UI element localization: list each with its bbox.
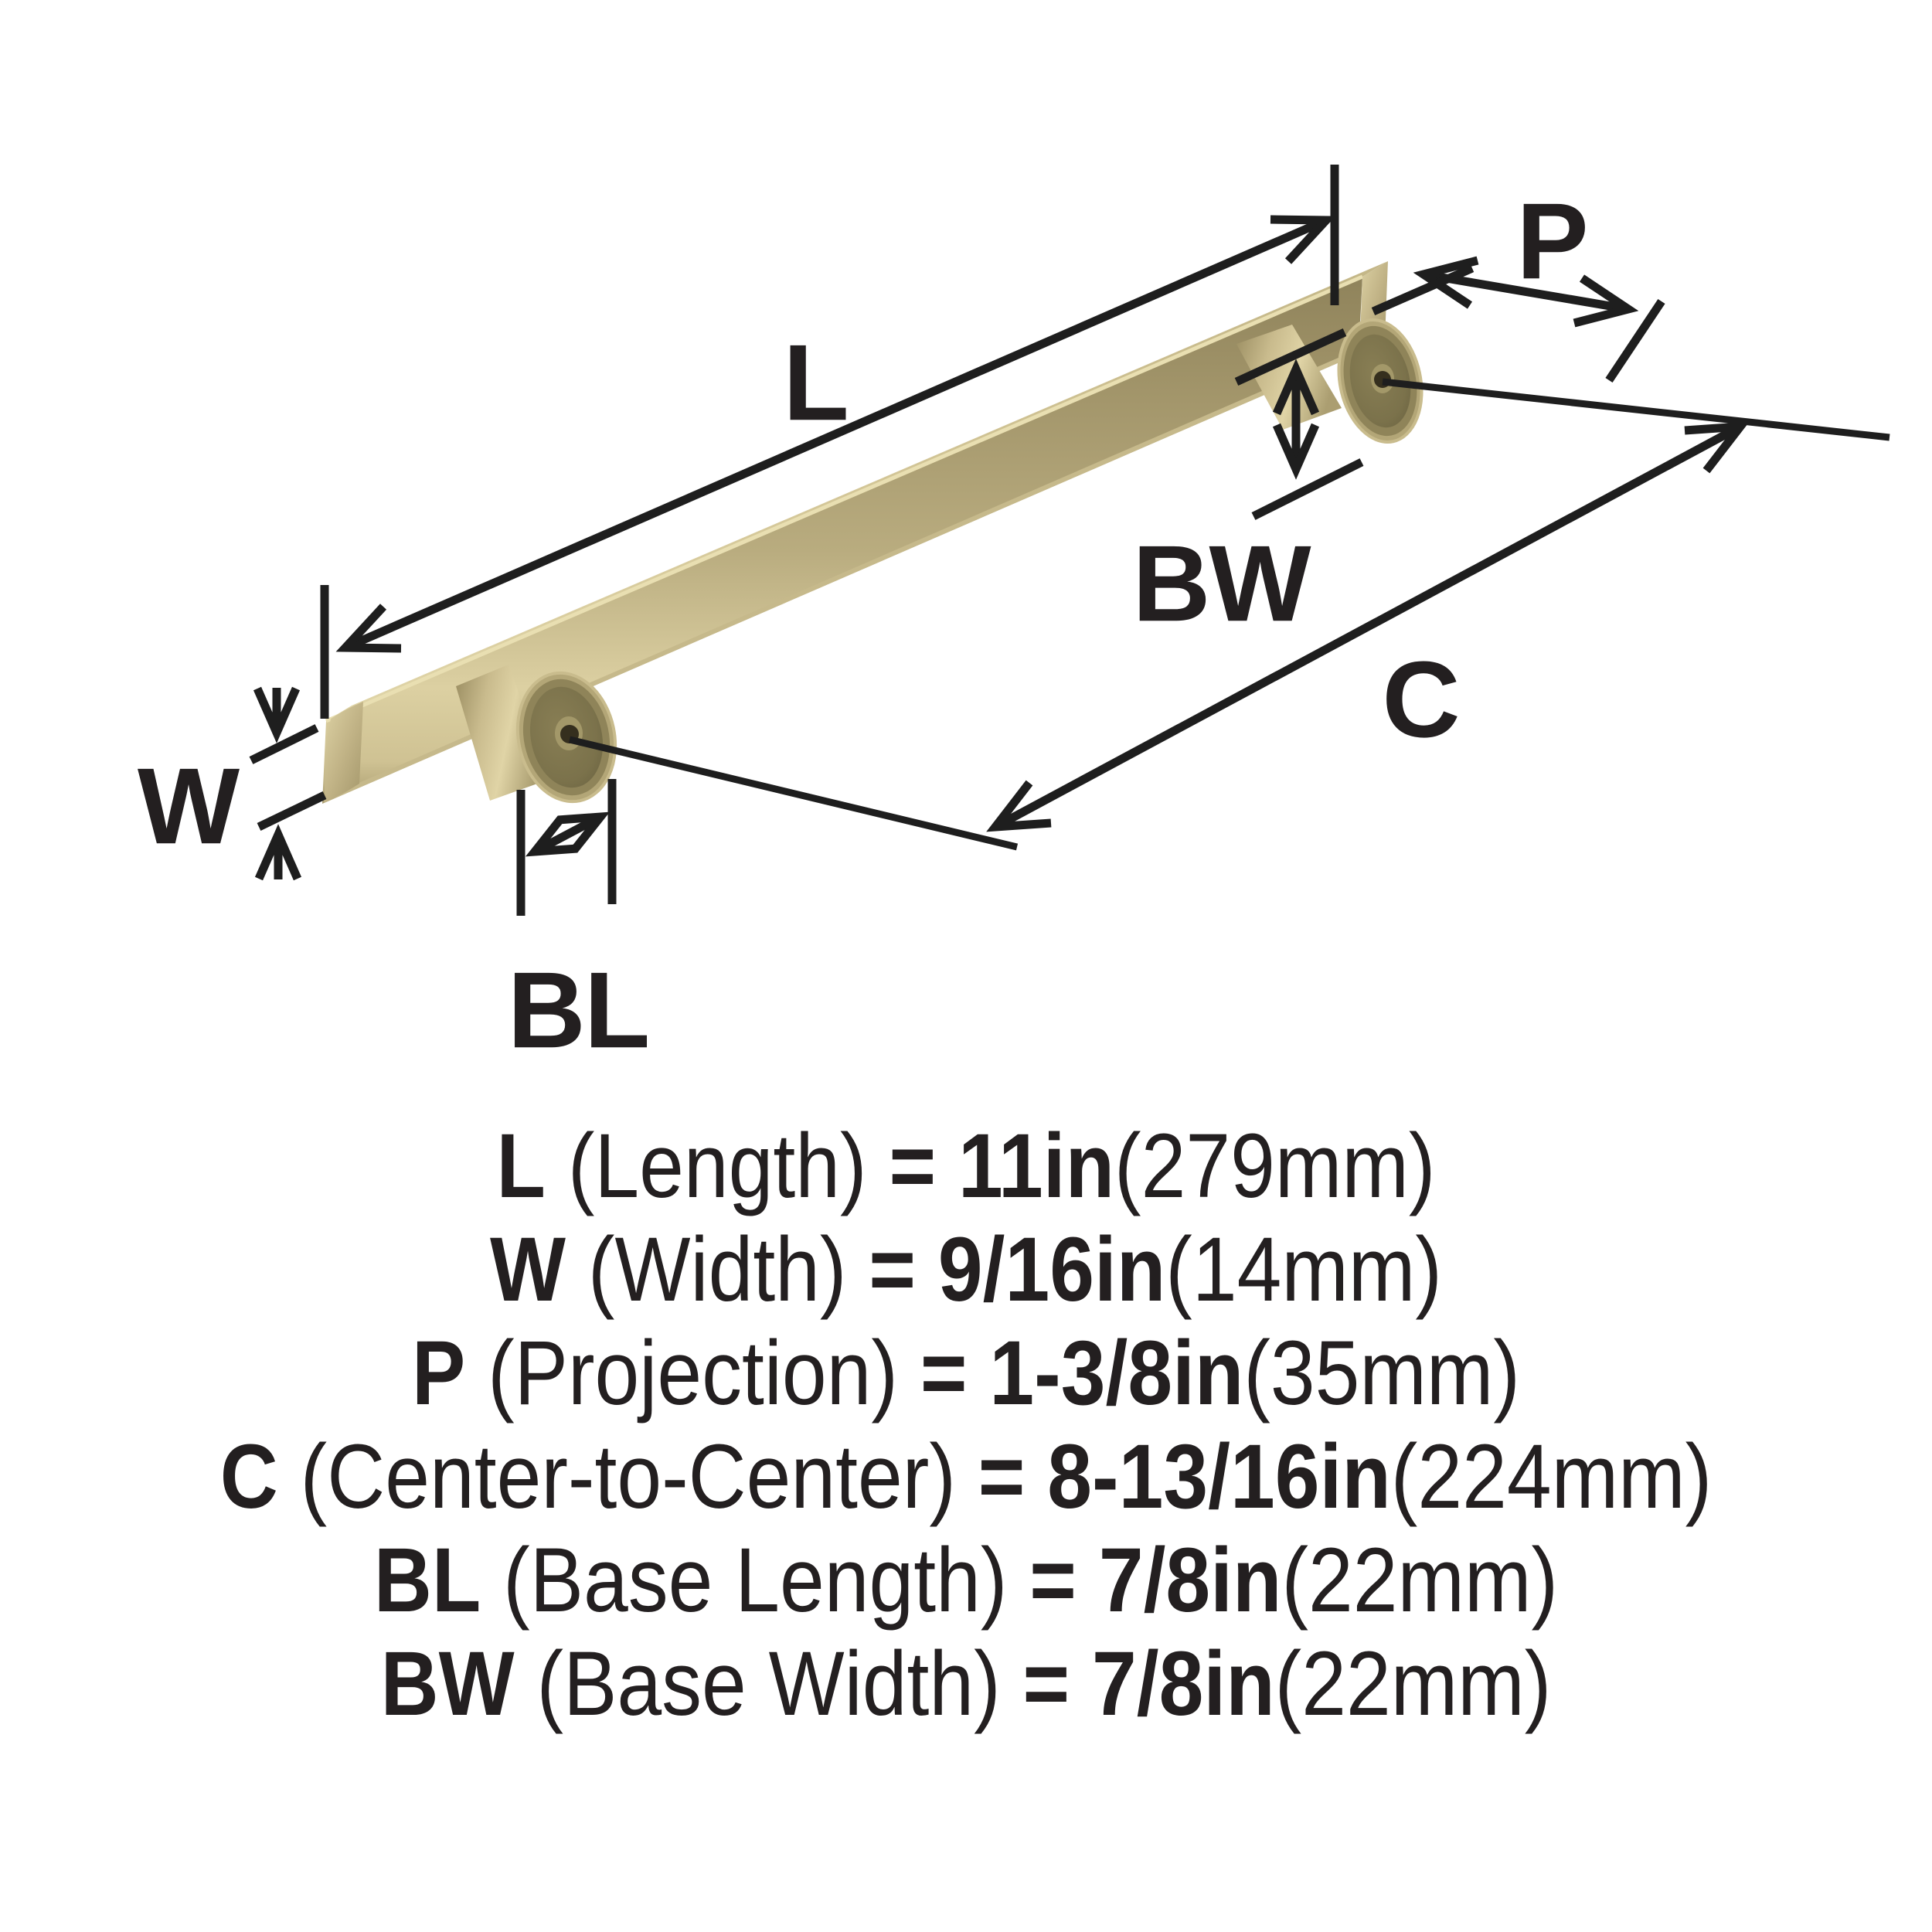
label-projection: P xyxy=(1516,180,1588,302)
dim-projection-arrowhead-left xyxy=(1413,256,1479,309)
spec-list: L (Length) = 11in(279mm) W (Width) = 9/1… xyxy=(116,1114,1816,1736)
dim-width xyxy=(249,686,327,881)
spec-row-center-to-center: C (Center-to-Center) = 8-13/16in(224mm) xyxy=(116,1425,1816,1529)
label-center-to-center: C xyxy=(1382,638,1460,760)
dim-width-tick-bottom xyxy=(257,791,327,831)
dim-base-length-arrowhead-left xyxy=(525,815,578,857)
dim-base-length xyxy=(516,779,617,916)
spec-name: (Base Width) xyxy=(536,1633,1001,1735)
dim-center-extension-left xyxy=(568,736,1019,851)
dim-base-width-tick-bottom xyxy=(1251,458,1364,520)
dim-base-width-tick-top xyxy=(1234,328,1347,386)
spec-eq: = xyxy=(869,1219,917,1321)
spec-value: 9/16in xyxy=(937,1219,1166,1321)
dim-projection-arrowhead-right xyxy=(1573,274,1639,328)
dim-width-arrowhead-up xyxy=(254,824,302,881)
spec-value: 1-3/8in xyxy=(989,1322,1244,1424)
spec-eq: = xyxy=(920,1322,968,1424)
spec-name: (Length) xyxy=(567,1115,867,1217)
spec-abbr: W xyxy=(490,1219,566,1321)
spec-row-length: L (Length) = 11in(279mm) xyxy=(116,1114,1816,1218)
dim-center-to-center xyxy=(568,378,1890,851)
spec-abbr: L xyxy=(496,1115,546,1217)
label-base-width: BW xyxy=(1132,522,1311,645)
label-width: W xyxy=(137,745,240,867)
spec-abbr: P xyxy=(411,1322,466,1424)
spec-eq: = xyxy=(889,1115,937,1217)
dim-base-width-arrowhead-bottom xyxy=(1272,423,1320,480)
spec-eq: = xyxy=(978,1426,1026,1528)
spec-name: (Width) xyxy=(587,1219,847,1321)
spec-row-base-length: BL (Base Length) = 7/8in(22mm) xyxy=(116,1529,1816,1632)
spec-abbr: C xyxy=(219,1426,278,1528)
dim-base-length-arrowhead-right xyxy=(557,811,611,853)
spec-eq: = xyxy=(1022,1633,1070,1735)
spec-name: (Center-to-Center) xyxy=(300,1426,956,1528)
dim-center-line xyxy=(993,423,1743,831)
spec-row-width: W (Width) = 9/16in(14mm) xyxy=(116,1218,1816,1321)
spec-name: (Projection) xyxy=(488,1322,899,1424)
dim-center-arrowhead-right xyxy=(1684,421,1750,474)
dim-center-extension-right xyxy=(1382,378,1890,441)
spec-metric: (35mm) xyxy=(1243,1322,1521,1424)
spec-metric: (279mm) xyxy=(1114,1115,1436,1217)
spec-metric: (22mm) xyxy=(1281,1529,1559,1631)
spec-value: 8-13/16in xyxy=(1047,1426,1391,1528)
handle-bar xyxy=(322,261,1388,804)
dim-base-width-arrowhead-top xyxy=(1272,359,1320,416)
dim-projection-line xyxy=(1423,270,1629,314)
spec-metric: (14mm) xyxy=(1165,1219,1442,1321)
dim-length-arrowhead-right xyxy=(1270,215,1336,264)
spec-abbr: BL xyxy=(373,1529,481,1631)
dim-base-length-line xyxy=(532,813,603,855)
bar-front-face xyxy=(322,277,1362,804)
spec-value: 7/8in xyxy=(1098,1529,1282,1631)
label-length: L xyxy=(783,321,849,444)
spec-metric: (22mm) xyxy=(1274,1633,1552,1735)
dim-base-width xyxy=(1234,328,1364,520)
spec-name: (Base Length) xyxy=(503,1529,1008,1631)
spec-metric: (224mm) xyxy=(1390,1426,1713,1528)
label-base-length: BL xyxy=(507,949,651,1071)
dim-projection-tick-right xyxy=(1605,298,1665,383)
bar-left-end-cap xyxy=(324,702,363,802)
dim-projection xyxy=(1371,256,1665,383)
spec-eq: = xyxy=(1029,1529,1077,1631)
dim-projection-tick-left xyxy=(1371,264,1475,316)
left-post xyxy=(456,665,617,804)
spec-row-projection: P (Projection) = 1-3/8in(35mm) xyxy=(116,1321,1816,1425)
dim-width-tick-top xyxy=(249,724,319,764)
spec-abbr: BW xyxy=(380,1633,515,1735)
dim-length-line xyxy=(343,216,1328,652)
bar-ridge-highlight xyxy=(325,274,1363,723)
dim-width-arrowhead-down xyxy=(253,686,301,743)
dim-length xyxy=(320,165,1339,719)
dim-center-arrowhead-left xyxy=(986,780,1052,832)
dim-length-arrowhead-left xyxy=(335,604,402,653)
spec-row-base-width: BW (Base Width) = 7/8in(22mm) xyxy=(116,1632,1816,1736)
spec-value: 11in xyxy=(957,1115,1115,1217)
spec-value: 7/8in xyxy=(1092,1633,1275,1735)
